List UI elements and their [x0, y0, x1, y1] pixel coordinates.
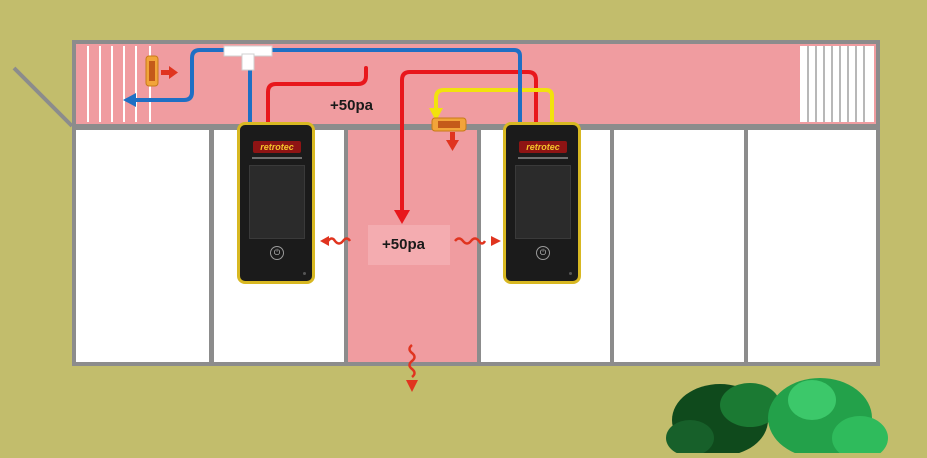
leak-arrow-head: [491, 236, 501, 246]
fan-icon: [145, 55, 159, 87]
tree-icon: [666, 378, 888, 458]
gauge-screen: [515, 165, 571, 239]
power-icon: ⏻: [536, 246, 550, 260]
attic-pressure-label: +50pa: [330, 97, 373, 114]
hallway-label-backdrop: [368, 225, 450, 265]
pressure-gauge: retrotec ⏻: [503, 122, 581, 284]
leak-arrow-icon: [454, 237, 487, 245]
gauge-led: [303, 272, 306, 275]
tube-yellow-arrowhead: [429, 108, 443, 121]
fan-icon: [431, 117, 467, 132]
gauge-screen: [249, 165, 305, 239]
roof-eave-line: [12, 66, 74, 128]
gauge-led: [569, 272, 572, 275]
gauge-subtitle-line: [518, 157, 568, 159]
leak-arrow-icon: [327, 237, 352, 245]
tube-red-arrowhead: [394, 210, 410, 224]
leak-arrow-head: [406, 380, 418, 392]
t-connector-icon: [223, 45, 273, 71]
gauge-subtitle-line: [252, 157, 302, 159]
room-5: [614, 130, 744, 362]
gauge-brand-logo: retrotec: [253, 141, 301, 153]
tube-red: [266, 66, 538, 216]
leak-arrow-icon: [408, 344, 416, 378]
power-icon: ⏻: [270, 246, 284, 260]
attic-zone: [76, 44, 876, 124]
tube-blue-arrowhead: [123, 93, 136, 107]
room-6: [748, 130, 876, 362]
leak-arrow-head: [320, 236, 329, 246]
room-1: [76, 130, 209, 362]
tube-yellow: [434, 88, 554, 124]
leak-arrow-icon: [446, 132, 459, 151]
attic-vent-right: [800, 46, 874, 122]
gauge-brand-logo: retrotec: [519, 141, 567, 153]
leak-arrow-icon: [161, 66, 178, 79]
hallway-pressure-label: +50pa: [382, 236, 425, 253]
pressure-gauge: retrotec ⏻: [237, 122, 315, 284]
tube-blue: [132, 48, 522, 124]
